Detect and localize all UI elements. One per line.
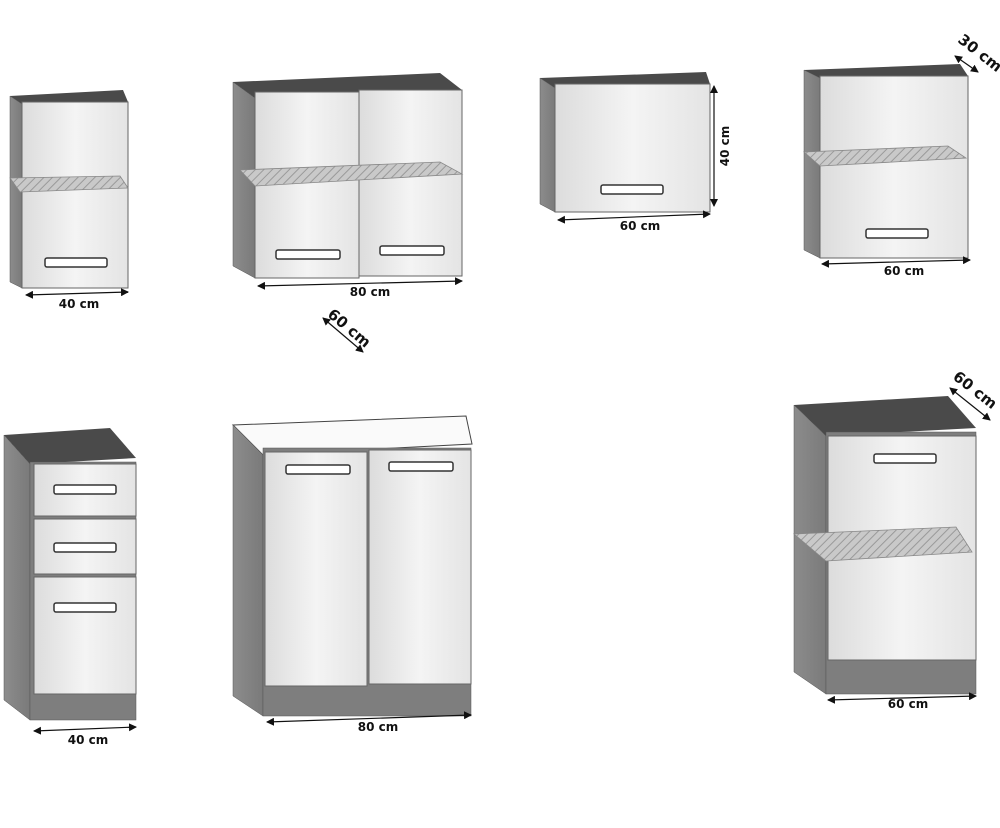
width-dimension <box>33 723 137 735</box>
wall-cabinet-80: 80 cm 60 cm <box>232 73 464 353</box>
door-handle <box>873 453 937 464</box>
depth-label: 60 cm <box>950 367 1000 412</box>
door-handle-right <box>379 245 445 256</box>
wall-cabinet-40: 40 cm <box>9 90 129 311</box>
width-label: 60 cm <box>620 219 661 233</box>
width-dimension <box>557 210 711 224</box>
base-cabinet-80: 80 cm <box>231 415 473 734</box>
base-cabinet-40-drawers: 40 cm <box>3 428 137 747</box>
door-handle <box>865 228 929 239</box>
width-label: 60 cm <box>884 264 925 278</box>
door-handle-left <box>275 249 341 260</box>
width-dimension <box>25 288 129 299</box>
door-handle <box>600 184 664 195</box>
drawer-handle-3 <box>53 602 117 613</box>
glass-shelf <box>802 145 968 167</box>
glass-shelf <box>9 175 129 193</box>
door-right <box>368 449 472 685</box>
height-label: 40 cm <box>718 126 732 167</box>
drawer-handle-1 <box>53 484 117 495</box>
width-label: 80 cm <box>350 285 391 299</box>
door-handle <box>44 257 108 268</box>
glass-shelf <box>792 526 973 562</box>
width-label: 60 cm <box>888 697 929 711</box>
door-handle-left <box>285 464 351 475</box>
width-label: 40 cm <box>59 297 100 311</box>
depth-label: 60 cm <box>324 305 374 351</box>
width-dimension <box>821 256 971 268</box>
width-label: 80 cm <box>358 720 399 734</box>
drawer-3 <box>33 576 137 695</box>
drawer-handle-2 <box>53 542 117 553</box>
width-dimension <box>266 711 472 726</box>
width-label: 40 cm <box>68 733 109 747</box>
wall-cabinet-60-glass: 60 cm 30 cm <box>802 30 1000 278</box>
width-dimension <box>827 692 977 704</box>
door-left <box>264 451 368 687</box>
glass-shelf <box>239 161 464 187</box>
depth-dimension <box>322 317 364 353</box>
wall-cabinet-60-flap: 60 cm 40 cm <box>539 72 732 233</box>
base-cabinet-60: 60 cm 60 cm <box>792 367 1000 711</box>
door-handle-right <box>388 461 454 472</box>
depth-dimension <box>949 387 991 421</box>
width-dimension <box>257 277 463 290</box>
depth-dimension <box>954 55 979 73</box>
